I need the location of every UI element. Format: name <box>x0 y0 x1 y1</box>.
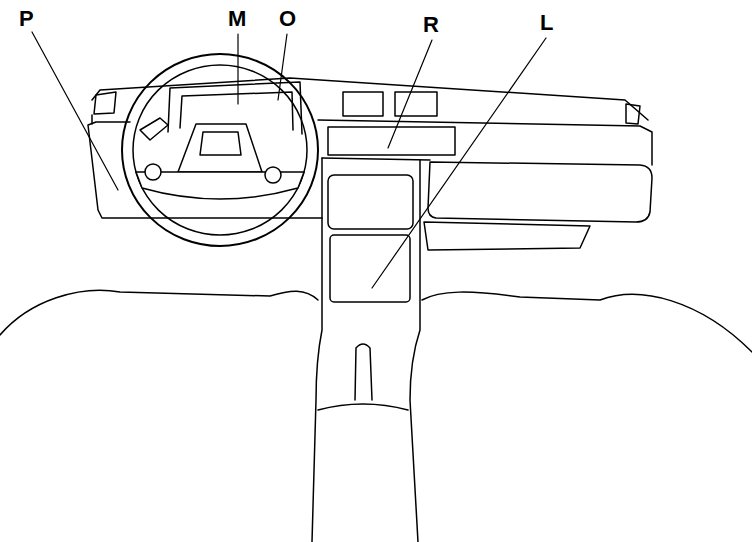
shift-lever <box>355 344 372 400</box>
dash-face <box>318 120 652 165</box>
wheel-hub <box>178 124 262 172</box>
side-vent <box>626 104 640 124</box>
steering-wheel <box>122 54 318 246</box>
wheel-button <box>265 167 281 183</box>
dash-top <box>92 78 648 120</box>
side-vent <box>94 92 116 114</box>
leader-line <box>32 32 118 190</box>
console-side <box>410 160 420 542</box>
callout-letter: L <box>539 12 554 34</box>
wheel-pad <box>200 132 241 155</box>
console-side <box>312 158 322 542</box>
glove-box-lower <box>424 222 590 250</box>
center-vent <box>395 92 437 116</box>
console-tray <box>330 235 410 302</box>
leader-line <box>372 38 546 288</box>
leader-line <box>278 34 287 100</box>
callout-letter: R <box>422 14 440 36</box>
shift-boot <box>318 404 408 410</box>
dash-face <box>91 115 93 124</box>
callout-letter: M <box>227 8 247 30</box>
seat-outline <box>422 292 752 352</box>
center-vent <box>343 92 383 116</box>
leader-line <box>237 34 238 104</box>
glove-box <box>428 162 652 222</box>
steering-wheel <box>133 65 307 235</box>
console-panel <box>328 175 413 229</box>
radio-panel <box>328 127 455 155</box>
callout-letter: P <box>18 8 35 30</box>
stalk <box>140 118 168 140</box>
wheel-button <box>145 164 161 180</box>
seat-outline <box>0 290 318 335</box>
callout-letter: O <box>278 8 297 30</box>
leader-line <box>388 40 432 148</box>
